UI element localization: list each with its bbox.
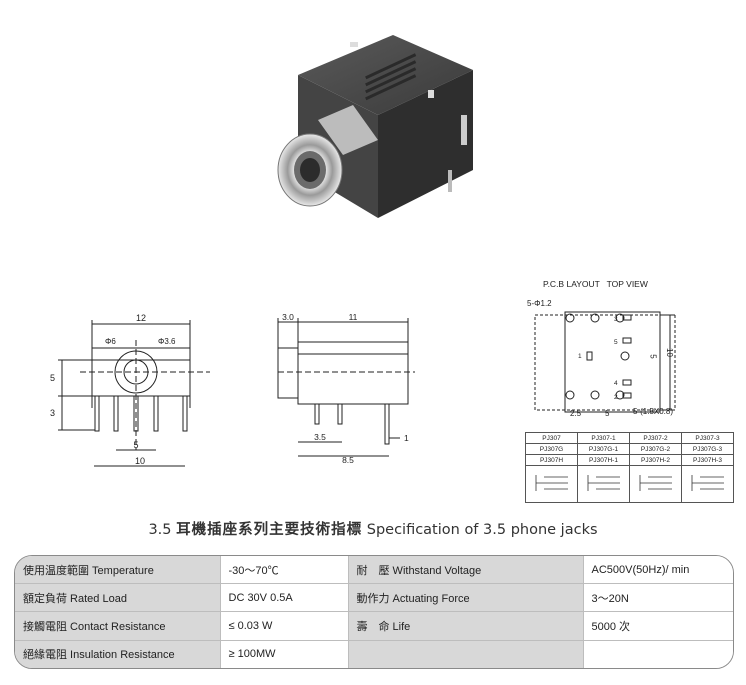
dim-front: 3.0 — [282, 312, 294, 322]
spec-label: 耐 壓 Withstand Voltage — [347, 556, 584, 585]
spec-label: 動作力 Actuating Force — [347, 583, 584, 613]
spec-label: 接觸電阻 Contact Resistance — [15, 611, 221, 641]
hole-label: 5-Φ1.2 — [527, 299, 552, 308]
pcb-diagram: 3 5 1 4 2 — [534, 311, 676, 413]
spec-value: ≥ 100MW — [219, 639, 349, 668]
spec-title-en: Specification of 3.5 phone jacks — [366, 522, 598, 538]
pcb-header: P.C.B LAYOUT TOP VIEW — [543, 279, 648, 289]
side-view-drawing: 3.0 11 3.5 8.5 1 — [277, 312, 415, 465]
spec-value: DC 30V 0.5A — [219, 583, 349, 613]
spec-value: ≤ 0.03 W — [219, 611, 349, 641]
dim-a: 3.5 — [314, 432, 326, 442]
spec-title-cn: 耳機插座系列主要技術指標 — [176, 522, 363, 538]
table-row: 使用温度範圍 Temperature -30～70℃ 耐 壓 Withstand… — [15, 556, 733, 585]
front-view-drawing: 12 Φ6 Φ3.6 5 3 5 10 — [50, 313, 210, 467]
dim-bottom-b: 5 — [605, 409, 610, 418]
spec-label: 額定負荷 Rated Load — [15, 583, 221, 613]
pin-label: 3 — [614, 316, 618, 323]
schematic-icon — [535, 475, 568, 491]
dim-pitch-small: 5 — [133, 440, 138, 450]
spec-title-num: 3.5 — [148, 522, 172, 538]
dim-dia-right: Φ3.6 — [158, 337, 176, 346]
spec-value: 3～20N — [582, 583, 733, 613]
spec-table: 使用温度範圍 Temperature -30～70℃ 耐 壓 Withstand… — [14, 555, 734, 669]
dim-height: 5 — [50, 373, 55, 383]
spec-label: 使用温度範圍 Temperature — [15, 556, 221, 585]
dim-bottom-a: 2.5 — [570, 409, 582, 418]
spec-label — [347, 639, 584, 668]
pcb-layout: P.C.B LAYOUT TOP VIEW 3 5 1 4 2 5-Φ1.2 5… — [525, 270, 740, 515]
table-row: 額定負荷 Rated Load DC 30V 0.5A 動作力 Actuatin… — [15, 583, 733, 613]
spec-label: 絕緣電阻 Insulation Resistance — [15, 639, 221, 668]
spec-label: 壽 命 Life — [347, 611, 584, 641]
schematic-icon — [587, 475, 620, 491]
pin-label: 5 — [614, 339, 618, 346]
table-row: 接觸電阻 Contact Resistance ≤ 0.03 W 壽 命 Lif… — [15, 611, 733, 641]
spec-value: AC500V(50Hz)/ min — [582, 556, 733, 585]
spec-value — [582, 639, 733, 668]
dim-right-b: 10 — [664, 348, 674, 357]
spec-value: 5000 次 — [582, 611, 733, 641]
dim-c: 1 — [404, 433, 409, 443]
pin-label: 4 — [614, 380, 618, 387]
dim-pitch-large: 10 — [135, 456, 145, 466]
pin-label: 1 — [578, 353, 582, 360]
schematic-icon — [691, 475, 724, 491]
schematic-icon — [639, 475, 672, 491]
spec-title: 3.5 耳機插座系列主要技術指標 Specification of 3.5 ph… — [0, 518, 746, 539]
dim-body: 11 — [349, 312, 358, 322]
slot-label: 5-(1.5X0.8) — [633, 407, 674, 416]
dim-dia-left: Φ6 — [105, 337, 116, 346]
dim-pin: 3 — [50, 408, 55, 418]
dim-b: 8.5 — [342, 455, 354, 465]
table-row: 絕緣電阻 Insulation Resistance ≥ 100MW — [15, 639, 733, 668]
pin-label: 2 — [614, 394, 618, 401]
dim-width: 12 — [136, 313, 146, 323]
product-photo — [277, 35, 473, 218]
dim-right-a: 5 — [648, 354, 658, 359]
spec-value: -30～70℃ — [219, 556, 349, 585]
